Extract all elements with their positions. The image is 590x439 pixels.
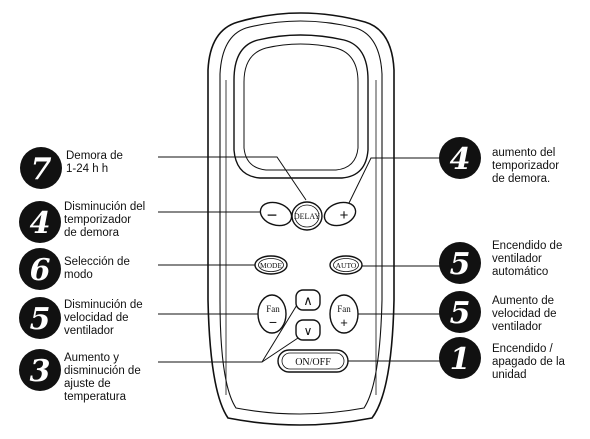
button-delay[interactable]: DELAY xyxy=(291,201,323,231)
mode-button-label: MODE xyxy=(260,261,283,270)
chevron-down-icon: ∨ xyxy=(304,324,313,338)
button-fan-up[interactable]: Fan + xyxy=(329,294,359,334)
button-temp-down[interactable]: ∨ xyxy=(295,319,321,341)
callout-label-temp-adjust: Aumento y disminución de ajuste de tempe… xyxy=(64,352,141,403)
power-button-label: ON/OFF xyxy=(295,357,331,368)
badge-number: 5 xyxy=(30,302,51,337)
button-temp-up[interactable]: ∧ xyxy=(295,289,321,311)
badge-4-left: 4 xyxy=(19,201,61,243)
callout-badges: 7 4 6 5 3 4 5 xyxy=(19,137,481,391)
badge-5-right-mid: 5 xyxy=(439,291,481,333)
display-window xyxy=(233,34,369,179)
badge-number: 4 xyxy=(450,142,471,177)
callout-label-timer-down: Disminución del temporizador de demora xyxy=(64,201,146,239)
fan-up-sign: + xyxy=(340,315,348,330)
callout-label-delay-1-24: Demora de 1-24 h h xyxy=(66,150,123,175)
badge-5-right-top: 5 xyxy=(439,242,481,284)
badge-4-right: 4 xyxy=(439,137,481,179)
auto-button-label: AUTO xyxy=(336,261,357,270)
button-mode[interactable]: MODE xyxy=(254,255,288,275)
badge-1: 1 xyxy=(439,337,481,379)
callout-label-fan-speed-down: Disminución de velocidad de ventilador xyxy=(64,299,143,337)
button-auto[interactable]: AUTO xyxy=(329,255,363,275)
badge-7: 7 xyxy=(20,147,62,189)
badge-number: 1 xyxy=(450,342,471,377)
button-power[interactable]: ON/OFF xyxy=(277,349,349,373)
button-timer-minus[interactable]: − xyxy=(257,199,294,230)
badge-number: 3 xyxy=(30,354,51,389)
remote-body xyxy=(207,12,395,426)
badge-5-left: 5 xyxy=(19,297,61,339)
callout-label-power-unit: Encendido / apagado de la unidad xyxy=(492,343,565,381)
chevron-up-icon: ∧ xyxy=(303,294,313,309)
badge-3: 3 xyxy=(19,349,61,391)
fan-down-label: Fan xyxy=(266,304,280,314)
button-fan-down[interactable]: Fan − xyxy=(257,294,287,334)
badge-number: 6 xyxy=(30,253,51,288)
leader-lines xyxy=(158,156,440,363)
delay-button-label: DELAY xyxy=(294,212,321,221)
badge-number: 5 xyxy=(450,296,471,331)
fan-up-label: Fan xyxy=(337,304,351,314)
plus-icon: + xyxy=(340,207,349,224)
minus-icon: − xyxy=(267,205,278,225)
leader-line-timer-up xyxy=(348,157,440,204)
leader-line-delay xyxy=(158,156,307,201)
badge-number: 4 xyxy=(30,206,51,241)
button-timer-plus[interactable]: + xyxy=(321,199,358,230)
callout-label-timer-up: aumento del temporizador de demora. xyxy=(492,147,560,185)
fan-down-sign: − xyxy=(269,314,277,330)
badge-number: 5 xyxy=(450,247,471,282)
callout-label-mode-select: Selección de modo xyxy=(64,256,130,281)
callout-label-fan-speed-up: Aumento de velocidad de ventilador xyxy=(492,295,557,333)
badge-number: 7 xyxy=(31,152,52,187)
badge-6: 6 xyxy=(19,248,61,290)
callout-label-auto-fan: Encendido de ventilador automático xyxy=(492,240,563,278)
